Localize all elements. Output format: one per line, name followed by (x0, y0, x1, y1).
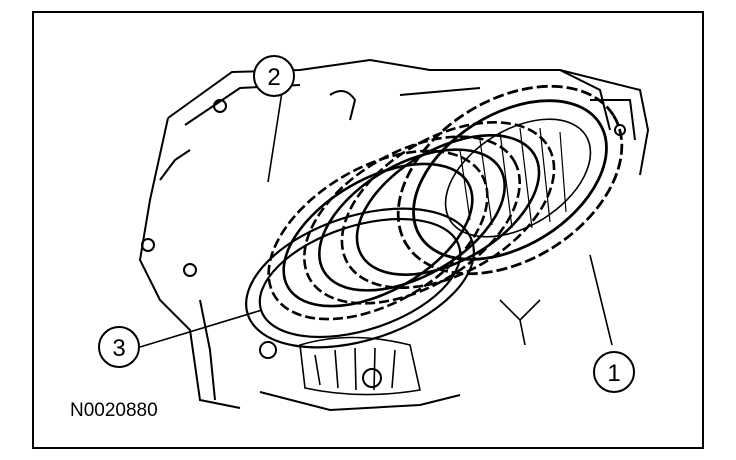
figure-id-label: N0020880 (70, 400, 158, 421)
transmission-case (138, 58, 650, 412)
leader-lines (139, 91, 613, 348)
callout-3: 3 (98, 326, 140, 368)
clutch-plate-pack (396, 84, 624, 276)
callout-1: 1 (593, 351, 635, 393)
callout-2-label: 2 (267, 64, 280, 91)
callout-2: 2 (253, 55, 295, 97)
callout-3-label: 3 (112, 335, 125, 362)
clutch-plate-stack (267, 121, 556, 321)
lower-hub (299, 299, 541, 396)
callout-1-label: 1 (607, 360, 620, 387)
figure-border (32, 11, 704, 449)
